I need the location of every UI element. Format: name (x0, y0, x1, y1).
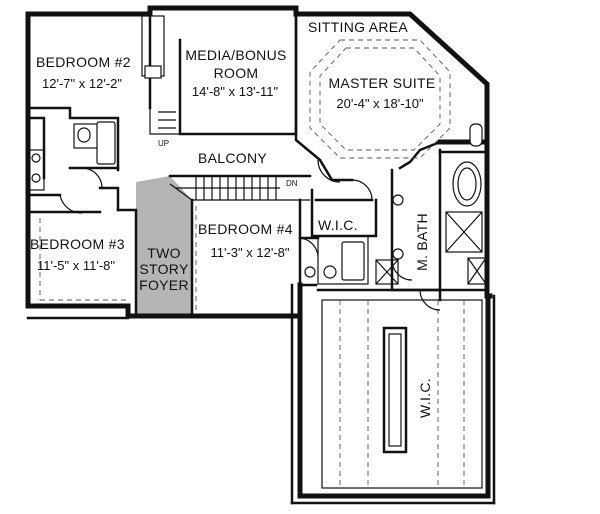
bedroom3-name: BEDROOM #3 (30, 236, 125, 252)
bedroom2-dims: 12'-7" x 12'-2" (42, 76, 122, 91)
foyer-line3: FOYER (139, 277, 189, 293)
bedroom4-name: BEDROOM #4 (198, 221, 293, 237)
foyer-line2: STORY (139, 261, 189, 277)
balcony-label: BALCONY (198, 150, 267, 166)
sitting-area-label: SITTING AREA (308, 19, 408, 35)
media-dims: 14'-8" x 13'-11" (192, 84, 279, 99)
media-name-line1: MEDIA/BONUS (185, 47, 286, 63)
master-suite-name: MASTER SUITE (328, 75, 435, 91)
media-name-line2: ROOM (214, 65, 259, 81)
bedroom4-dims: 11'-3" x 12'-8" (211, 245, 290, 260)
bedroom2-name: BEDROOM #2 (36, 54, 131, 70)
stairs-down-label: DN (286, 179, 298, 188)
large-wic-label: W.I.C. (417, 378, 433, 418)
stairs-up-label: UP (158, 139, 169, 148)
foyer-area (136, 176, 192, 316)
master-suite-dims: 20'-4" x 18'-10" (336, 96, 424, 111)
master-bath-label: M. BATH (414, 213, 430, 271)
small-wic-label: W.I.C. (318, 217, 358, 233)
interior-walls (26, 12, 490, 489)
bedroom3-dims: 11'-5" x 11'-8" (37, 258, 115, 273)
foyer-line1: TWO (147, 245, 181, 261)
room-labels: BEDROOM #2 12'-7" x 12'-2" MEDIA/BONUS R… (30, 19, 435, 418)
